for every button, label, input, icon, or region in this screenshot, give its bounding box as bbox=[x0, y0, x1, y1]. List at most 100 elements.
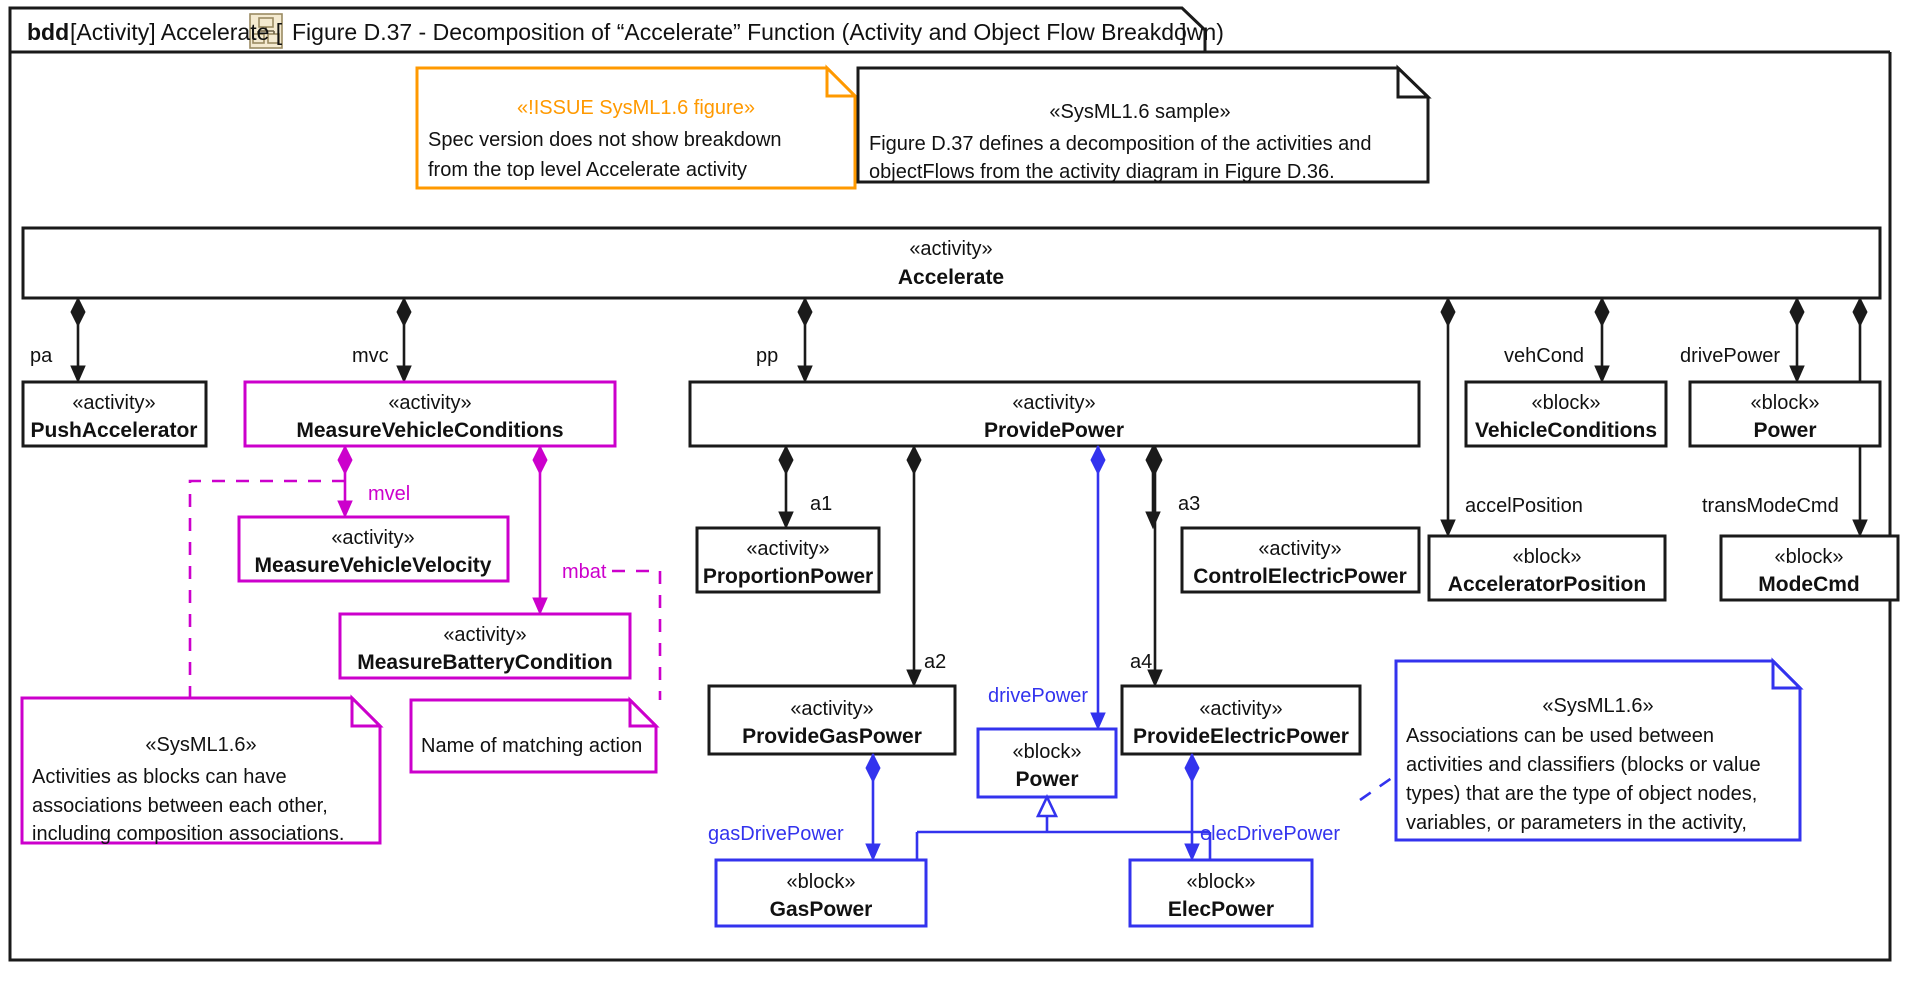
block-provide-gas-power-name: ProvideGasPower bbox=[742, 725, 922, 748]
block-accelerator-position-name: AcceleratorPosition bbox=[1448, 573, 1646, 596]
role-a2: a2 bbox=[924, 651, 946, 673]
block-measure-battery-condition[interactable] bbox=[338, 612, 632, 680]
note-sample bbox=[856, 64, 1432, 184]
generalization-power bbox=[915, 793, 1212, 860]
block-proportion-power-stereotype: «activity» bbox=[746, 538, 829, 560]
block-control-electric-power-stereotype: «activity» bbox=[1258, 538, 1341, 560]
block-accelerator-position-stereotype: «block» bbox=[1513, 546, 1582, 568]
header-prefix: bdd bbox=[27, 19, 69, 45]
note-matching-action bbox=[409, 696, 660, 774]
block-measure-vehicle-conditions-name: MeasureVehicleConditions bbox=[296, 419, 563, 442]
note-associations-line-2: including composition associations. bbox=[32, 823, 344, 845]
note-sysml16-blue-line-2: types) that are the type of object nodes… bbox=[1406, 783, 1757, 805]
role-vehcond: vehCond bbox=[1504, 345, 1584, 367]
block-elec-power[interactable] bbox=[1128, 858, 1314, 928]
block-control-electric-power[interactable] bbox=[1180, 526, 1421, 594]
block-provide-electric-power-stereotype: «activity» bbox=[1199, 698, 1282, 720]
block-provide-power[interactable] bbox=[688, 380, 1421, 448]
role-gasdrivepower: gasDrivePower bbox=[708, 823, 844, 845]
assoc-pp-power-blue bbox=[1090, 444, 1106, 731]
note-associations-line-1: associations between each other, bbox=[32, 795, 328, 817]
note-sysml16-blue-line-1: activities and classifiers (blocks or va… bbox=[1406, 754, 1761, 776]
block-measure-vehicle-conditions[interactable] bbox=[243, 380, 617, 448]
leader-note-sysml16-blue bbox=[1359, 773, 1397, 802]
role-mbat: mbat bbox=[562, 561, 607, 583]
note-issue-stereotype: «!ISSUE SysML1.6 figure» bbox=[517, 97, 755, 119]
role-pp: pp bbox=[756, 345, 778, 367]
block-measure-vehicle-velocity-stereotype: «activity» bbox=[331, 527, 414, 549]
role-pa: pa bbox=[30, 345, 53, 367]
assoc-pp-proportionpower bbox=[778, 444, 794, 530]
block-push-accelerator-name: PushAccelerator bbox=[31, 419, 198, 442]
header-scope: [Activity] Accelerate [ bbox=[70, 19, 283, 45]
assoc-mvc-measurevehiclevelocity bbox=[337, 444, 353, 519]
block-push-accelerator-stereotype: «activity» bbox=[72, 392, 155, 414]
block-provide-electric-power-name: ProvideElectricPower bbox=[1133, 725, 1349, 748]
block-accelerate[interactable] bbox=[21, 226, 1882, 300]
block-power-right-stereotype: «block» bbox=[1751, 392, 1820, 414]
block-provide-electric-power[interactable] bbox=[1120, 684, 1362, 756]
note-sysml16-blue bbox=[1394, 657, 1804, 842]
block-provide-power-stereotype: «activity» bbox=[1012, 392, 1095, 414]
diagram-frame bbox=[8, 52, 1892, 962]
block-power-blue-stereotype: «block» bbox=[1013, 741, 1082, 763]
note-associations bbox=[20, 694, 384, 845]
block-power-blue-name: Power bbox=[1015, 768, 1078, 791]
note-sysml16-blue-stereotype: «SysML1.6» bbox=[1542, 695, 1653, 717]
assoc-accelerate-providepower bbox=[797, 296, 813, 384]
note-issue-line-1: from the top level Accelerate activity bbox=[428, 159, 747, 181]
block-accelerator-position[interactable] bbox=[1427, 534, 1667, 602]
assoc-accelerate-acceleratorposition bbox=[1440, 296, 1456, 538]
block-power-right-name: Power bbox=[1753, 419, 1816, 442]
role-transmodecmd: transModeCmd bbox=[1702, 495, 1839, 517]
note-matching-action-line-0: Name of matching action bbox=[421, 735, 642, 757]
block-measure-battery-condition-name: MeasureBatteryCondition bbox=[357, 651, 613, 674]
block-mode-cmd[interactable] bbox=[1719, 534, 1900, 602]
role-a3: a3 bbox=[1178, 493, 1200, 515]
assoc-accelerate-vehicleconditions bbox=[1594, 296, 1610, 384]
block-gas-power[interactable] bbox=[714, 858, 928, 928]
block-push-accelerator[interactable] bbox=[21, 380, 208, 448]
role-a4: a4 bbox=[1130, 651, 1152, 673]
assoc-accelerate-power bbox=[1789, 296, 1805, 384]
block-proportion-power[interactable] bbox=[695, 526, 881, 594]
block-elec-power-stereotype: «block» bbox=[1187, 871, 1256, 893]
note-issue bbox=[415, 64, 859, 190]
block-gas-power-stereotype: «block» bbox=[787, 871, 856, 893]
block-measure-vehicle-conditions-stereotype: «activity» bbox=[388, 392, 471, 414]
leader-note-associations bbox=[188, 479, 345, 698]
block-vehicle-conditions[interactable] bbox=[1464, 380, 1668, 448]
note-sysml16-blue-line-0: Associations can be used between bbox=[1406, 725, 1714, 747]
block-elec-power-name: ElecPower bbox=[1168, 898, 1274, 921]
note-sample-line-0: Figure D.37 defines a decomposition of t… bbox=[869, 133, 1372, 155]
role-accelposition: accelPosition bbox=[1465, 495, 1583, 517]
note-issue-line-0: Spec version does not show breakdown bbox=[428, 129, 782, 151]
diagram-header-tab bbox=[8, 6, 1207, 54]
note-associations-stereotype: «SysML1.6» bbox=[145, 734, 256, 756]
block-power-right[interactable] bbox=[1688, 380, 1882, 448]
assoc-accelerate-pushaccelerator bbox=[70, 296, 86, 384]
note-sample-stereotype: «SysML1.6 sample» bbox=[1049, 101, 1230, 123]
block-mode-cmd-stereotype: «block» bbox=[1775, 546, 1844, 568]
role-mvel: mvel bbox=[368, 483, 410, 505]
assoc-provideelectricpower-elecpower bbox=[1184, 752, 1200, 862]
header-close: ] bbox=[1180, 19, 1186, 45]
bdd-diagram-icon bbox=[249, 13, 283, 49]
block-provide-gas-power[interactable] bbox=[707, 684, 957, 756]
block-proportion-power-name: ProportionPower bbox=[703, 565, 873, 588]
role-elecdrivepower: elecDrivePower bbox=[1200, 823, 1340, 845]
block-accelerate-name: Accelerate bbox=[898, 266, 1004, 289]
block-accelerate-stereotype: «activity» bbox=[909, 238, 992, 260]
note-sample-line-1: objectFlows from the activity diagram in… bbox=[869, 161, 1335, 183]
note-sysml16-blue-line-3: variables, or parameters in the activity… bbox=[1406, 812, 1747, 834]
assoc-accelerate-measurevehicleconditions bbox=[396, 296, 412, 384]
role-drivepower-top: drivePower bbox=[1680, 345, 1780, 367]
block-vehicle-conditions-name: VehicleConditions bbox=[1475, 419, 1657, 442]
block-measure-battery-condition-stereotype: «activity» bbox=[443, 624, 526, 646]
block-measure-vehicle-velocity-name: MeasureVehicleVelocity bbox=[255, 554, 492, 577]
role-drivepower-blue: drivePower bbox=[988, 685, 1088, 707]
assoc-pp-provideelectricpower bbox=[1147, 444, 1163, 688]
block-measure-vehicle-velocity[interactable] bbox=[237, 515, 510, 583]
header-title: Figure D.37 - Decomposition of “Accelera… bbox=[292, 19, 1224, 45]
